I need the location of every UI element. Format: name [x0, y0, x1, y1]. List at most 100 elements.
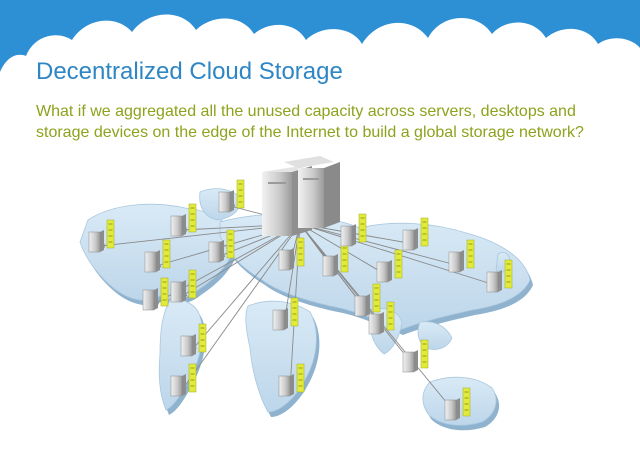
tower-side — [182, 280, 186, 302]
computer-tower-icon — [444, 399, 457, 421]
tower-side — [498, 270, 502, 292]
storage-node — [170, 363, 197, 397]
computer-tower-icon — [170, 215, 183, 237]
storage-node — [368, 301, 395, 335]
green-tag-icon — [296, 237, 305, 267]
tower-side — [388, 260, 392, 282]
green-tag-icon — [358, 213, 367, 243]
computer-tower-icon — [208, 241, 221, 263]
computer-tower-icon — [170, 375, 183, 397]
storage-node — [354, 283, 381, 317]
storage-node — [402, 339, 429, 373]
connector-line — [299, 223, 461, 268]
tower-side — [414, 228, 418, 250]
tower-side — [290, 374, 294, 396]
computer-tower-icon — [376, 261, 389, 283]
storage-node — [340, 213, 367, 247]
server-right-side — [324, 162, 340, 228]
tower-side — [284, 308, 288, 330]
green-tag-icon — [504, 259, 513, 289]
connector-line — [191, 223, 301, 351]
computer-tower-icon — [142, 289, 155, 311]
computer-tower-icon — [402, 351, 415, 373]
green-tag-icon — [162, 239, 171, 269]
server-right-vent — [303, 178, 319, 180]
green-tag-icon — [386, 301, 395, 331]
tower-side — [460, 250, 464, 272]
tower-side — [334, 254, 338, 276]
header-banner — [0, 0, 640, 95]
storage-node — [88, 219, 115, 253]
storage-node — [278, 363, 305, 397]
storage-node — [208, 229, 235, 263]
computer-tower-icon — [354, 295, 367, 317]
computer-tower-icon — [278, 249, 291, 271]
storage-node — [170, 269, 197, 303]
computer-tower-icon — [218, 191, 231, 213]
storage-node — [272, 297, 299, 331]
computer-tower-icon — [144, 251, 157, 273]
green-tag-icon — [106, 219, 115, 249]
storage-node — [144, 239, 171, 273]
tower-side — [154, 288, 158, 310]
storage-node — [218, 179, 245, 213]
computer-tower-icon — [278, 375, 291, 397]
green-tag-icon — [466, 239, 475, 269]
tower-side — [380, 312, 384, 334]
tower-side — [182, 374, 186, 396]
storage-node — [486, 259, 513, 293]
green-tag-icon — [394, 249, 403, 279]
tower-side — [456, 398, 460, 420]
storage-node — [402, 217, 429, 251]
computer-tower-icon — [402, 229, 415, 251]
cloud-shape — [0, 14, 640, 95]
server-right-top — [284, 156, 334, 168]
tower-side — [182, 214, 186, 236]
computer-tower-icon — [180, 335, 193, 357]
computer-tower-icon — [88, 231, 101, 253]
server-left-vent — [268, 182, 286, 184]
central-server-icon — [262, 156, 340, 236]
green-tag-icon — [198, 323, 207, 353]
storage-node — [170, 203, 197, 237]
storage-node — [322, 243, 349, 277]
storage-node — [376, 249, 403, 283]
green-tag-icon — [462, 387, 471, 417]
storage-node — [448, 239, 475, 273]
green-tag-icon — [226, 229, 235, 259]
computer-tower-icon — [340, 225, 353, 247]
green-tag-icon — [236, 179, 245, 209]
tower-side — [366, 294, 370, 316]
green-tag-icon — [420, 339, 429, 369]
slide-title: Decentralized Cloud Storage — [36, 58, 343, 85]
computer-tower-icon — [170, 281, 183, 303]
storage-nodes — [88, 179, 513, 421]
computer-tower-icon — [448, 251, 461, 273]
storage-node — [278, 237, 305, 271]
tower-side — [414, 350, 418, 372]
server-right-front — [298, 168, 324, 228]
storage-node — [180, 323, 207, 357]
computer-tower-icon — [486, 271, 499, 293]
computer-tower-icon — [322, 255, 335, 277]
tower-side — [156, 250, 160, 272]
green-tag-icon — [420, 217, 429, 247]
server-left-front — [262, 172, 292, 236]
computer-tower-icon — [368, 313, 381, 335]
green-tag-icon — [290, 297, 299, 327]
green-tag-icon — [160, 277, 169, 307]
tower-side — [220, 240, 224, 262]
tower-side — [290, 248, 294, 270]
computer-tower-icon — [272, 309, 285, 331]
storage-node — [444, 387, 471, 421]
world-network-diagram — [79, 156, 533, 431]
tower-side — [192, 334, 196, 356]
tower-side — [230, 190, 234, 212]
tower-side — [100, 230, 104, 252]
slide-subtitle: What if we aggregated all the unused cap… — [36, 103, 584, 141]
green-tag-icon — [372, 283, 381, 313]
tower-side — [352, 224, 356, 246]
green-tag-icon — [188, 269, 197, 299]
storage-node — [142, 277, 169, 311]
green-tag-icon — [296, 363, 305, 393]
